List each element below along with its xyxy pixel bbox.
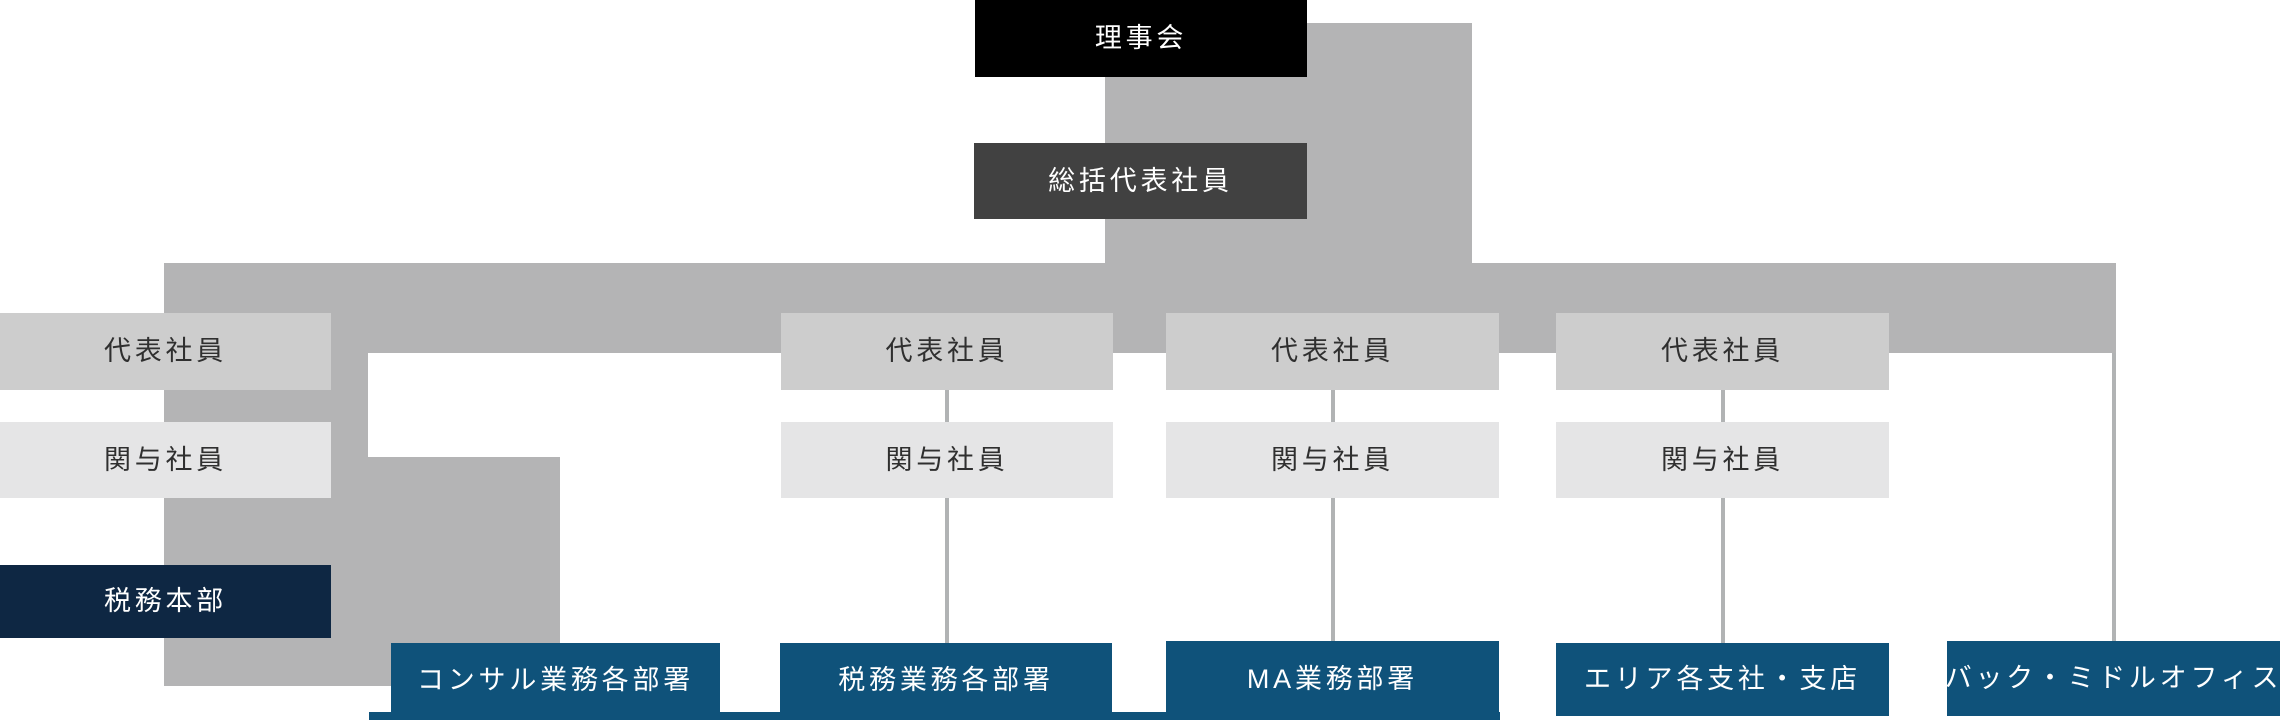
node-area-branches: エリア各支社・支店 [1556, 643, 1889, 716]
node-representative-3-label: 代表社員 [1270, 336, 1395, 366]
node-tax-headquarters: 税務本部 [0, 565, 331, 638]
connector-line-ma-column [1331, 390, 1335, 643]
node-area-branches-label: エリア各支社・支店 [1583, 664, 1862, 694]
node-engagement-partner-2-label: 関与社員 [885, 444, 1009, 475]
node-engagement-partner-1-label: 関与社員 [103, 444, 228, 475]
node-engagement-partner-2: 関与社員 [781, 422, 1113, 498]
node-representative-4-label: 代表社員 [1660, 336, 1785, 366]
node-engagement-partner-4: 関与社員 [1556, 422, 1889, 498]
node-engagement-partner-3: 関与社員 [1166, 422, 1499, 498]
node-tax-departments-label: 税務業務各部署 [838, 664, 1054, 695]
node-consulting-departments-label: コンサル業務各部署 [416, 664, 695, 695]
node-representative-2: 代表社員 [781, 313, 1113, 390]
connector-line-area-column [1721, 390, 1725, 643]
node-back-middle-office: バック・ミドルオフィス [1944, 641, 2280, 716]
node-ma-department-label: MA業務部署 [1246, 663, 1419, 694]
node-representative-3: 代表社員 [1166, 313, 1499, 390]
node-engagement-partner-4-label: 関与社員 [1660, 444, 1785, 475]
node-representative-1-label: 代表社員 [103, 336, 228, 366]
connector-line-tax-column [945, 390, 949, 643]
connector-line-backoffice-column [2112, 353, 2116, 641]
node-ma-department: MA業務部署 [1166, 641, 1499, 717]
node-engagement-partner-3-label: 関与社員 [1270, 444, 1395, 475]
node-representative-2-label: 代表社員 [885, 336, 1009, 366]
node-general-representative-label: 総括代表社員 [1048, 165, 1233, 196]
node-consulting-departments: コンサル業務各部署 [391, 643, 720, 717]
node-engagement-partner-1: 関与社員 [0, 422, 331, 498]
node-tax-headquarters-label: 税務本部 [103, 586, 228, 616]
node-tax-departments: 税務業務各部署 [780, 643, 1112, 717]
node-general-representative: 総括代表社員 [974, 143, 1307, 219]
node-board-label: 理事会 [1094, 23, 1188, 53]
node-back-middle-office-label: バック・ミドルオフィス [1944, 663, 2280, 693]
node-board: 理事会 [975, 0, 1307, 77]
node-representative-4: 代表社員 [1556, 313, 1889, 390]
node-representative-1: 代表社員 [0, 313, 331, 390]
